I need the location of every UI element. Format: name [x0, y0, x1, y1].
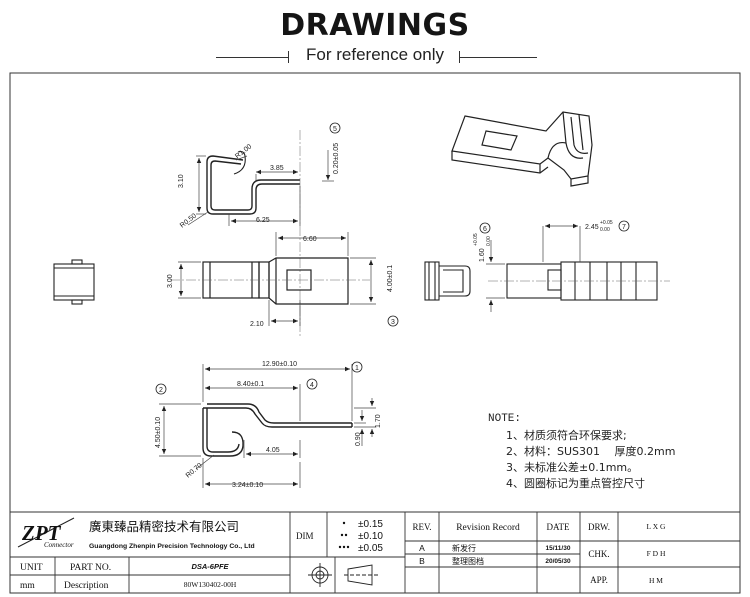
description-value: 80W130402-00H	[184, 580, 237, 589]
dim-385: 3.85	[270, 165, 284, 172]
rev-b-text: 整理图档	[452, 556, 484, 566]
note-1: 1、材质须符合环保要求;	[506, 428, 627, 442]
logo: ZPT Connector	[17, 517, 75, 549]
tolerance-3: ±0.05	[358, 543, 383, 554]
top-view-main	[202, 257, 349, 305]
rev-a-date: 15/11/30	[546, 545, 571, 552]
company-name-cn: 廣東臻品精密技术有限公司	[89, 519, 239, 534]
rev-label: REV.	[412, 522, 431, 532]
rev-a-text: 新发行	[452, 543, 476, 553]
dim-1290: 12.90±0.10	[262, 361, 297, 368]
revision-record-label: Revision Record	[456, 523, 520, 533]
unit-value: mm	[20, 581, 35, 591]
chk-value: F D H	[647, 549, 666, 558]
app-label: APP.	[590, 575, 608, 585]
dim-840: 8.40±0.1	[237, 381, 264, 388]
rev-a: A	[419, 543, 425, 553]
projection-symbol-icon	[308, 563, 378, 587]
logo-subtext: Connector	[44, 541, 74, 549]
dim-450: 4.50±0.10	[155, 417, 162, 448]
page-subtitle: For reference only	[306, 45, 444, 64]
side-view-bottom	[202, 403, 353, 457]
callout-2	[155, 383, 167, 395]
dim-160: 1.60	[479, 248, 486, 262]
end-view-right	[424, 261, 471, 301]
top-view-dims	[178, 232, 376, 326]
callout-4-label: 4	[310, 382, 314, 389]
title-block-grid	[10, 511, 740, 593]
callout-5	[329, 122, 341, 134]
dim-r070: R0.70	[185, 462, 204, 479]
page-title: DRAWINGS	[280, 8, 470, 43]
dim-160-tol-up: +0.05	[473, 233, 479, 246]
dim-160-tol-dn: 0.00	[486, 236, 492, 246]
isometric-view	[451, 111, 593, 187]
dim-label: DIM	[296, 531, 314, 541]
sheet-border	[9, 72, 741, 594]
date-label: DATE	[547, 522, 570, 532]
subtitle-rule-right	[459, 57, 537, 58]
dim-300: 3.00	[167, 274, 174, 288]
callout-5-label: 5	[333, 126, 337, 133]
dim-210: 2.10	[250, 321, 264, 328]
callout-7	[618, 220, 630, 232]
unit-label: UNIT	[20, 563, 43, 573]
company-name-en: Guangdong Zhenpin Precision Technology C…	[89, 543, 255, 550]
note-3: 3、未标准公差±0.1mm。	[506, 460, 638, 474]
dim-625: 6.25	[256, 217, 270, 224]
side-view-top	[206, 150, 300, 215]
drw-label: DRW.	[588, 522, 610, 532]
dim-660: 6.60	[303, 236, 317, 243]
tolerance-2: ±0.10	[358, 531, 383, 542]
note-4: 4、圆圈标记为重点管控尺寸	[506, 476, 645, 490]
dim-170: 1.70	[375, 414, 382, 428]
tolerance-1: ±0.15	[358, 519, 383, 530]
note-2: 2、材料：SUS301 厚度0.2mm	[506, 444, 675, 458]
callout-4	[306, 378, 318, 390]
callout-7-label: 7	[622, 224, 626, 231]
partno-label: PART NO.	[70, 563, 111, 573]
dim-310: 3.10	[178, 174, 185, 188]
chk-label: CHK.	[588, 549, 609, 559]
notes-title: NOTE:	[488, 413, 521, 425]
callout-3	[387, 315, 399, 327]
rev-b-date: 20/05/30	[545, 558, 571, 565]
drw-value: L X G	[647, 522, 666, 531]
side-view-top-dims	[187, 150, 334, 226]
partno-value: DSA-6PFE	[191, 562, 229, 571]
dim-020: 0.20±0.05	[333, 143, 340, 174]
dim-090: 0.90	[355, 432, 362, 446]
callout-6	[479, 222, 491, 234]
callout-3-label: 3	[391, 319, 395, 326]
side-view-bottom-dims	[159, 364, 376, 488]
rev-b: B	[419, 556, 425, 566]
dim-r050: R0.50	[179, 212, 198, 229]
dim-245-tol-up: +0.05	[600, 220, 613, 226]
dim-245-tol-dn: 0.00	[600, 227, 610, 233]
description-label: Description	[64, 581, 109, 591]
callout-6-label: 6	[483, 226, 487, 233]
app-value: H M	[649, 576, 663, 585]
dim-400: 4.00±0.1	[387, 265, 394, 292]
subtitle-rule-left	[216, 57, 288, 58]
dim-405: 4.05	[266, 447, 280, 454]
side-view-right-dims	[486, 223, 581, 312]
subtitle-rule-left-tick	[288, 51, 289, 63]
dim-245: 2.45	[585, 224, 599, 231]
end-view-left	[53, 259, 95, 305]
callout-1-label: 1	[355, 365, 359, 372]
callout-2-label: 2	[159, 387, 163, 394]
logo-text: ZPT	[21, 521, 62, 545]
callout-1	[351, 361, 363, 373]
dim-r100: R1.00	[234, 143, 253, 160]
dim-324: 3.24±0.10	[232, 482, 263, 489]
